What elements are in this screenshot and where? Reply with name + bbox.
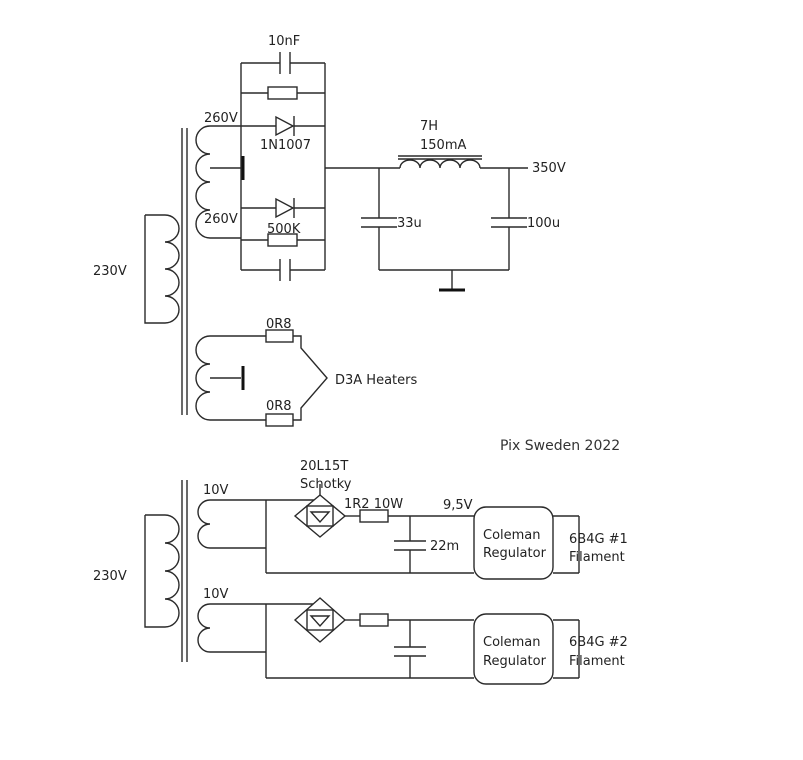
- filament-1-line1: 6B4G #1: [569, 532, 628, 547]
- heater-winding: [195, 335, 266, 421]
- voltage-260v-lower-label: 260V: [204, 212, 238, 227]
- filament-supply-1: [265, 484, 580, 580]
- cap-10nf-label: 10nF: [268, 34, 300, 49]
- hv-transformer: [144, 125, 266, 421]
- output-350v-label: 350V: [532, 161, 566, 176]
- hv-primary-winding: [144, 214, 180, 324]
- voltage-260v-upper-label: 260V: [204, 111, 238, 126]
- regulator-1-line2: Regulator: [483, 546, 547, 561]
- bridge-part-label: 20L15T: [300, 459, 348, 474]
- bridge-type-label: Schotky: [300, 477, 352, 492]
- heater-resistor-lower: [265, 413, 294, 427]
- coleman-regulator-1: [473, 506, 554, 580]
- secondary-10v-label-2: 10V: [203, 587, 229, 602]
- lv-primary-winding: [144, 514, 180, 628]
- capacitor-100u-label: 100u: [527, 216, 560, 231]
- filament-2-resistor: [359, 613, 389, 627]
- d3a-heaters-label: D3A Heaters: [335, 373, 417, 388]
- regulator-2-line2: Regulator: [483, 654, 547, 669]
- filament-supply-2: [265, 597, 580, 685]
- diode-lower: [275, 197, 295, 219]
- hv-secondary-winding: [195, 125, 241, 239]
- regulator-2-line1: Coleman: [483, 635, 541, 650]
- diode-1n1007-label: 1N1007: [260, 138, 311, 153]
- lv-secondary-winding-1: [197, 499, 266, 549]
- mains-230v-label-lower: 230V: [93, 569, 127, 584]
- lv-secondary-winding-2: [197, 603, 266, 653]
- resistor-500k-label: 500K: [267, 222, 301, 237]
- filament-2-line1: 6B4G #2: [569, 635, 628, 650]
- coleman-regulator-2: [473, 613, 554, 685]
- heater-circuit: [265, 329, 328, 427]
- heater-resistor-upper-label: 0R8: [266, 317, 292, 332]
- mains-230v-label-upper: 230V: [93, 264, 127, 279]
- resistor-1r2-label: 1R2 10W: [344, 497, 403, 512]
- filament-1-line2: Filament: [569, 550, 625, 565]
- credit-text: Pix Sweden 2022: [500, 438, 620, 454]
- top-resistor: [267, 86, 298, 100]
- filament-2-line2: Filament: [569, 654, 625, 669]
- filament-voltage-label: 9,5V: [443, 498, 473, 513]
- lv-transformer: [144, 480, 266, 662]
- capacitor-33u-label: 33u: [397, 216, 422, 231]
- choke-current-label: 150mA: [420, 138, 466, 153]
- choke-inductance-label: 7H: [420, 119, 438, 134]
- choke-7h-inductor: [399, 159, 481, 169]
- secondary-10v-label-1: 10V: [203, 483, 229, 498]
- diode-1n1007-upper: [275, 115, 295, 137]
- hv-rectifier: [240, 52, 379, 281]
- capacitor-22m-label: 22m: [430, 539, 459, 554]
- choke-filter: [361, 155, 528, 292]
- heater-resistor-lower-label: 0R8: [266, 399, 292, 414]
- regulator-1-line1: Coleman: [483, 528, 541, 543]
